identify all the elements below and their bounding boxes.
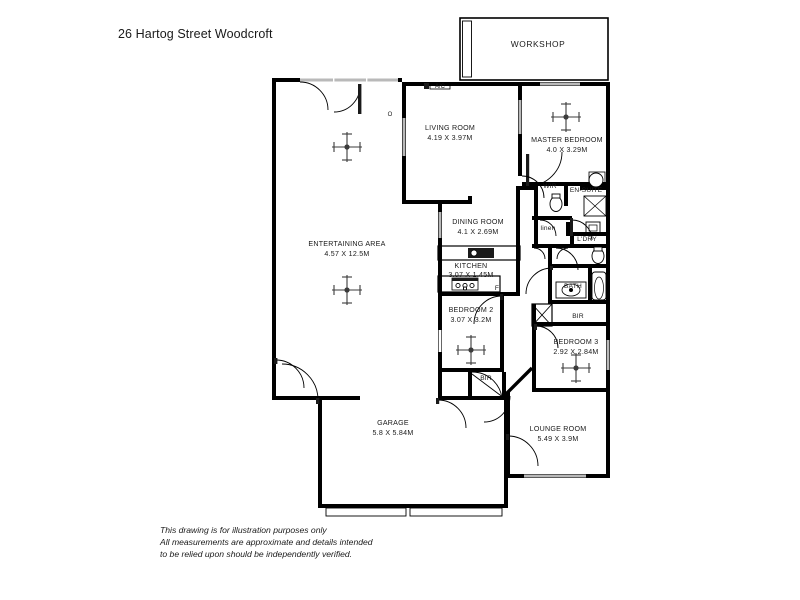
room-dim-living: 4.19 X 3.97M (427, 134, 472, 142)
room-label-living: LIVING ROOM (425, 124, 475, 132)
feature-label-bir-hall: BIR (572, 313, 584, 320)
feature-label-ensuite: EN-SUITE (570, 187, 603, 194)
feature-label-bir-bed2: BIR (480, 375, 492, 382)
room-label-bedroom2: BEDROOM 2 (449, 306, 494, 314)
room-label-master: MASTER BEDROOM (531, 136, 603, 144)
room-dim-bedroom3: 2.92 X 2.84M (553, 348, 598, 356)
room-dim-dining: 4.1 X 2.69M (457, 228, 498, 236)
room-dim-garage: 5.8 X 5.84M (372, 429, 413, 437)
room-label-workshop: WORKSHOP (511, 39, 566, 49)
feature-label-linen: linen (541, 225, 556, 232)
fan-icon (332, 275, 362, 305)
bathroom-fixtures (424, 82, 607, 301)
room-label-garage: GARAGE (377, 419, 409, 427)
fan-icon (551, 102, 581, 132)
feature-label-laundry: L'DRY (577, 236, 597, 243)
fan-icon (456, 335, 486, 365)
disclaimer-line-3: to be relied upon should be independentl… (160, 549, 353, 560)
room-labels: LIVING ROOM 4.19 X 3.97M MASTER BEDROOM … (308, 124, 603, 443)
building-walls (272, 78, 610, 517)
door-mark: O (388, 112, 393, 118)
disclaimer-line-2: All measurements are approximate and det… (160, 537, 373, 548)
room-dim-kitchen: 3.07 X 1.45M (448, 271, 493, 279)
page-title: 26 Hartog Street Woodcroft (118, 27, 273, 41)
room-label-bedroom3: BEDROOM 3 (554, 338, 599, 346)
room-dim-bedroom2: 3.07 X 3.2M (450, 316, 491, 324)
ceiling-fan-icons (332, 102, 591, 383)
feature-label-wir: WIR (543, 183, 556, 190)
feature-label-aircon: A/C (435, 84, 446, 90)
disclaimer-text: This drawing is for illustration purpose… (160, 524, 373, 561)
room-workshop: WORKSHOP (459, 17, 609, 81)
fan-icon (561, 353, 591, 383)
room-label-dining: DINING ROOM (452, 218, 504, 226)
room-dim-lounge: 5.49 X 3.9M (537, 435, 578, 443)
door-swings: O (274, 81, 593, 467)
feature-label-bath: BATH (564, 283, 582, 290)
room-label-kitchen: KITCHEN (455, 262, 488, 270)
feature-label-fridge: F (495, 285, 499, 292)
disclaimer-line-1: This drawing is for illustration purpose… (160, 525, 327, 535)
room-dim-entertaining: 4.57 X 12.5M (324, 250, 369, 258)
feature-labels: EN-SUITE BATH WIR linen L'DRY BIR BIR F … (435, 84, 603, 382)
room-dim-master: 4.0 X 3.29M (546, 146, 587, 154)
fan-icon (332, 132, 362, 162)
room-label-lounge: LOUNGE ROOM (530, 425, 587, 433)
room-label-entertaining: ENTERTAINING AREA (308, 240, 385, 248)
